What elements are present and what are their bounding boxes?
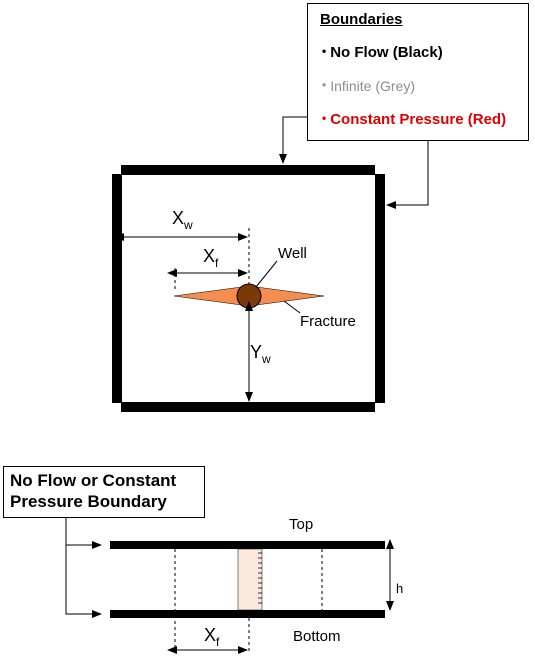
section-fracture <box>237 548 263 611</box>
legend-bullet: • <box>322 111 327 125</box>
boundaries-legend: Boundaries •No Flow (Black) •Infinite (G… <box>307 3 529 141</box>
section-xf-main: X <box>204 625 217 645</box>
callout-arrow-top <box>65 518 102 549</box>
well <box>236 283 262 309</box>
legend-item-constant-pressure: •Constant Pressure (Red) <box>322 111 506 128</box>
xw-main: X <box>172 208 185 228</box>
fracture-leader <box>283 300 301 314</box>
legend-title: Boundaries <box>320 11 403 28</box>
legend-item-label: Constant Pressure (Red) <box>330 111 507 128</box>
section-xf-label: Xf <box>204 625 220 649</box>
callout-text: No Flow or Constant Pressure Boundary <box>10 470 176 512</box>
legend-connector-right <box>386 141 429 209</box>
well-leader <box>255 260 278 288</box>
legend-bullet: • <box>322 44 327 58</box>
legend-item-label: Infinite (Grey) <box>330 78 416 94</box>
bottom-boundary <box>121 402 375 412</box>
xf-main: X <box>203 246 216 266</box>
fracture-hatch <box>258 552 262 604</box>
legend-connector-top <box>279 116 307 164</box>
section-xf-sub: f <box>216 635 220 649</box>
right-boundary <box>375 174 385 403</box>
legend-item-label: No Flow (Black) <box>330 44 443 61</box>
well-label: Well <box>278 245 307 262</box>
top-label: Top <box>289 516 314 533</box>
section-bottom-boundary <box>110 610 385 618</box>
xf-sub: f <box>215 256 219 270</box>
section-top-boundary <box>110 541 385 549</box>
left-boundary <box>112 174 122 403</box>
top-boundary <box>121 165 375 175</box>
callout-line-2: Pressure Boundary <box>10 492 167 511</box>
yw-main: Y <box>250 342 263 362</box>
fracture-label: Fracture <box>300 313 356 330</box>
legend-item-infinite: •Infinite (Grey) <box>322 78 415 94</box>
legend-item-no-flow: •No Flow (Black) <box>322 44 443 61</box>
callout-line-1: No Flow or Constant <box>10 471 177 490</box>
callout-arrow-bottom <box>65 545 102 618</box>
yw-sub: w <box>262 352 271 366</box>
xw-label: Xw <box>172 208 193 232</box>
bottom-label: Bottom <box>293 628 341 645</box>
legend-bullet: • <box>322 78 327 92</box>
h-label: h <box>396 581 404 596</box>
xw-sub: w <box>184 218 193 232</box>
yw-label: Yw <box>250 342 271 366</box>
xf-label: Xf <box>203 246 219 270</box>
boundary-callout: No Flow or Constant Pressure Boundary <box>3 466 205 518</box>
